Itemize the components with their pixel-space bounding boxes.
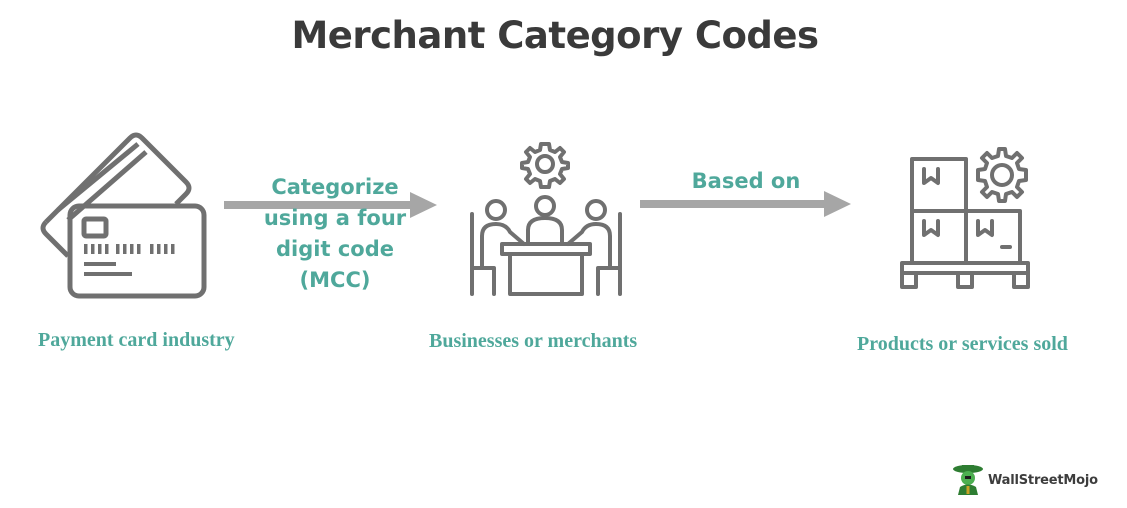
edge-label-line: digit code — [276, 237, 394, 261]
edge-label-line: Based on — [691, 169, 801, 193]
node-label-businesses-or-merchants: Businesses or merchants — [429, 330, 638, 352]
edge-label-line: using a four — [263, 206, 407, 230]
boxes-pallet-gear-icon — [898, 143, 1038, 295]
business-meeting-icon — [466, 140, 626, 298]
logo-text: WallStreetMojo — [988, 472, 1098, 488]
wallstreetmojo-logo-icon — [952, 461, 984, 500]
edge-label-line: Categorize — [271, 175, 399, 199]
credit-card-icon — [38, 132, 213, 302]
wallstreetmojo-logo: WallStreetMojo — [952, 462, 1098, 498]
node-label-payment-card-industry: Payment card industry — [38, 329, 235, 351]
arrow-connector — [224, 190, 439, 220]
edge-label-based-on: Based on — [676, 166, 816, 197]
diagram-title: Merchant Category Codes — [291, 14, 819, 57]
edge-label-line: (MCC) — [299, 268, 371, 292]
edge-label-categorize: Categorize using a four digit code (MCC) — [255, 172, 415, 296]
node-label-products-or-services-sold: Products or services sold — [857, 333, 1068, 355]
arrow-connector — [640, 189, 852, 219]
